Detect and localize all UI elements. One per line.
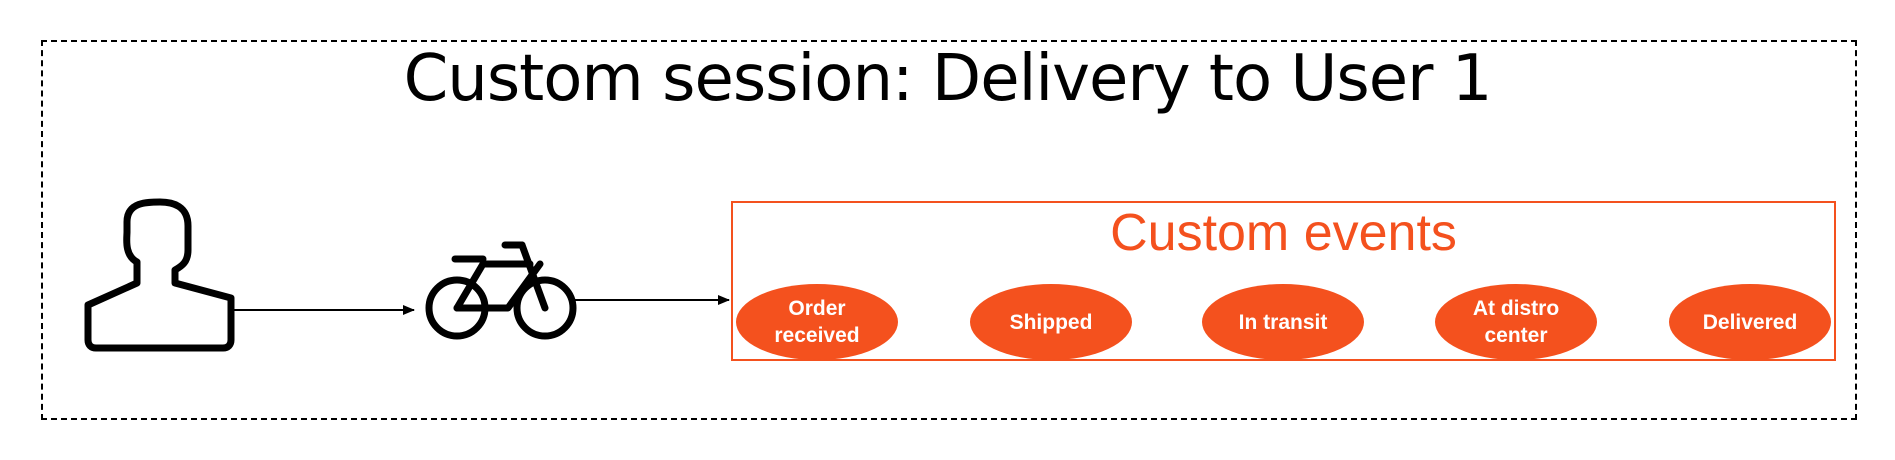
- custom-events-box: [731, 201, 1836, 361]
- event-label: Order received: [774, 297, 860, 347]
- event-order-received: Order received: [736, 284, 898, 360]
- event-at-distro-center: At distro center: [1435, 284, 1597, 360]
- session-title: Custom session: Delivery to User 1: [403, 42, 1493, 116]
- event-label: Delivered: [1702, 310, 1798, 334]
- event-delivered: Delivered: [1669, 284, 1831, 360]
- bicycle-icon: [425, 241, 577, 340]
- event-label: At distro center: [1472, 297, 1560, 347]
- custom-events-title: Custom events: [1110, 204, 1457, 262]
- event-label: In transit: [1238, 310, 1328, 334]
- session-frame: [41, 40, 1857, 420]
- user-icon: [84, 198, 235, 352]
- event-shipped: Shipped: [970, 284, 1132, 360]
- event-label: Shipped: [1009, 310, 1093, 334]
- event-in-transit: In transit: [1202, 284, 1364, 360]
